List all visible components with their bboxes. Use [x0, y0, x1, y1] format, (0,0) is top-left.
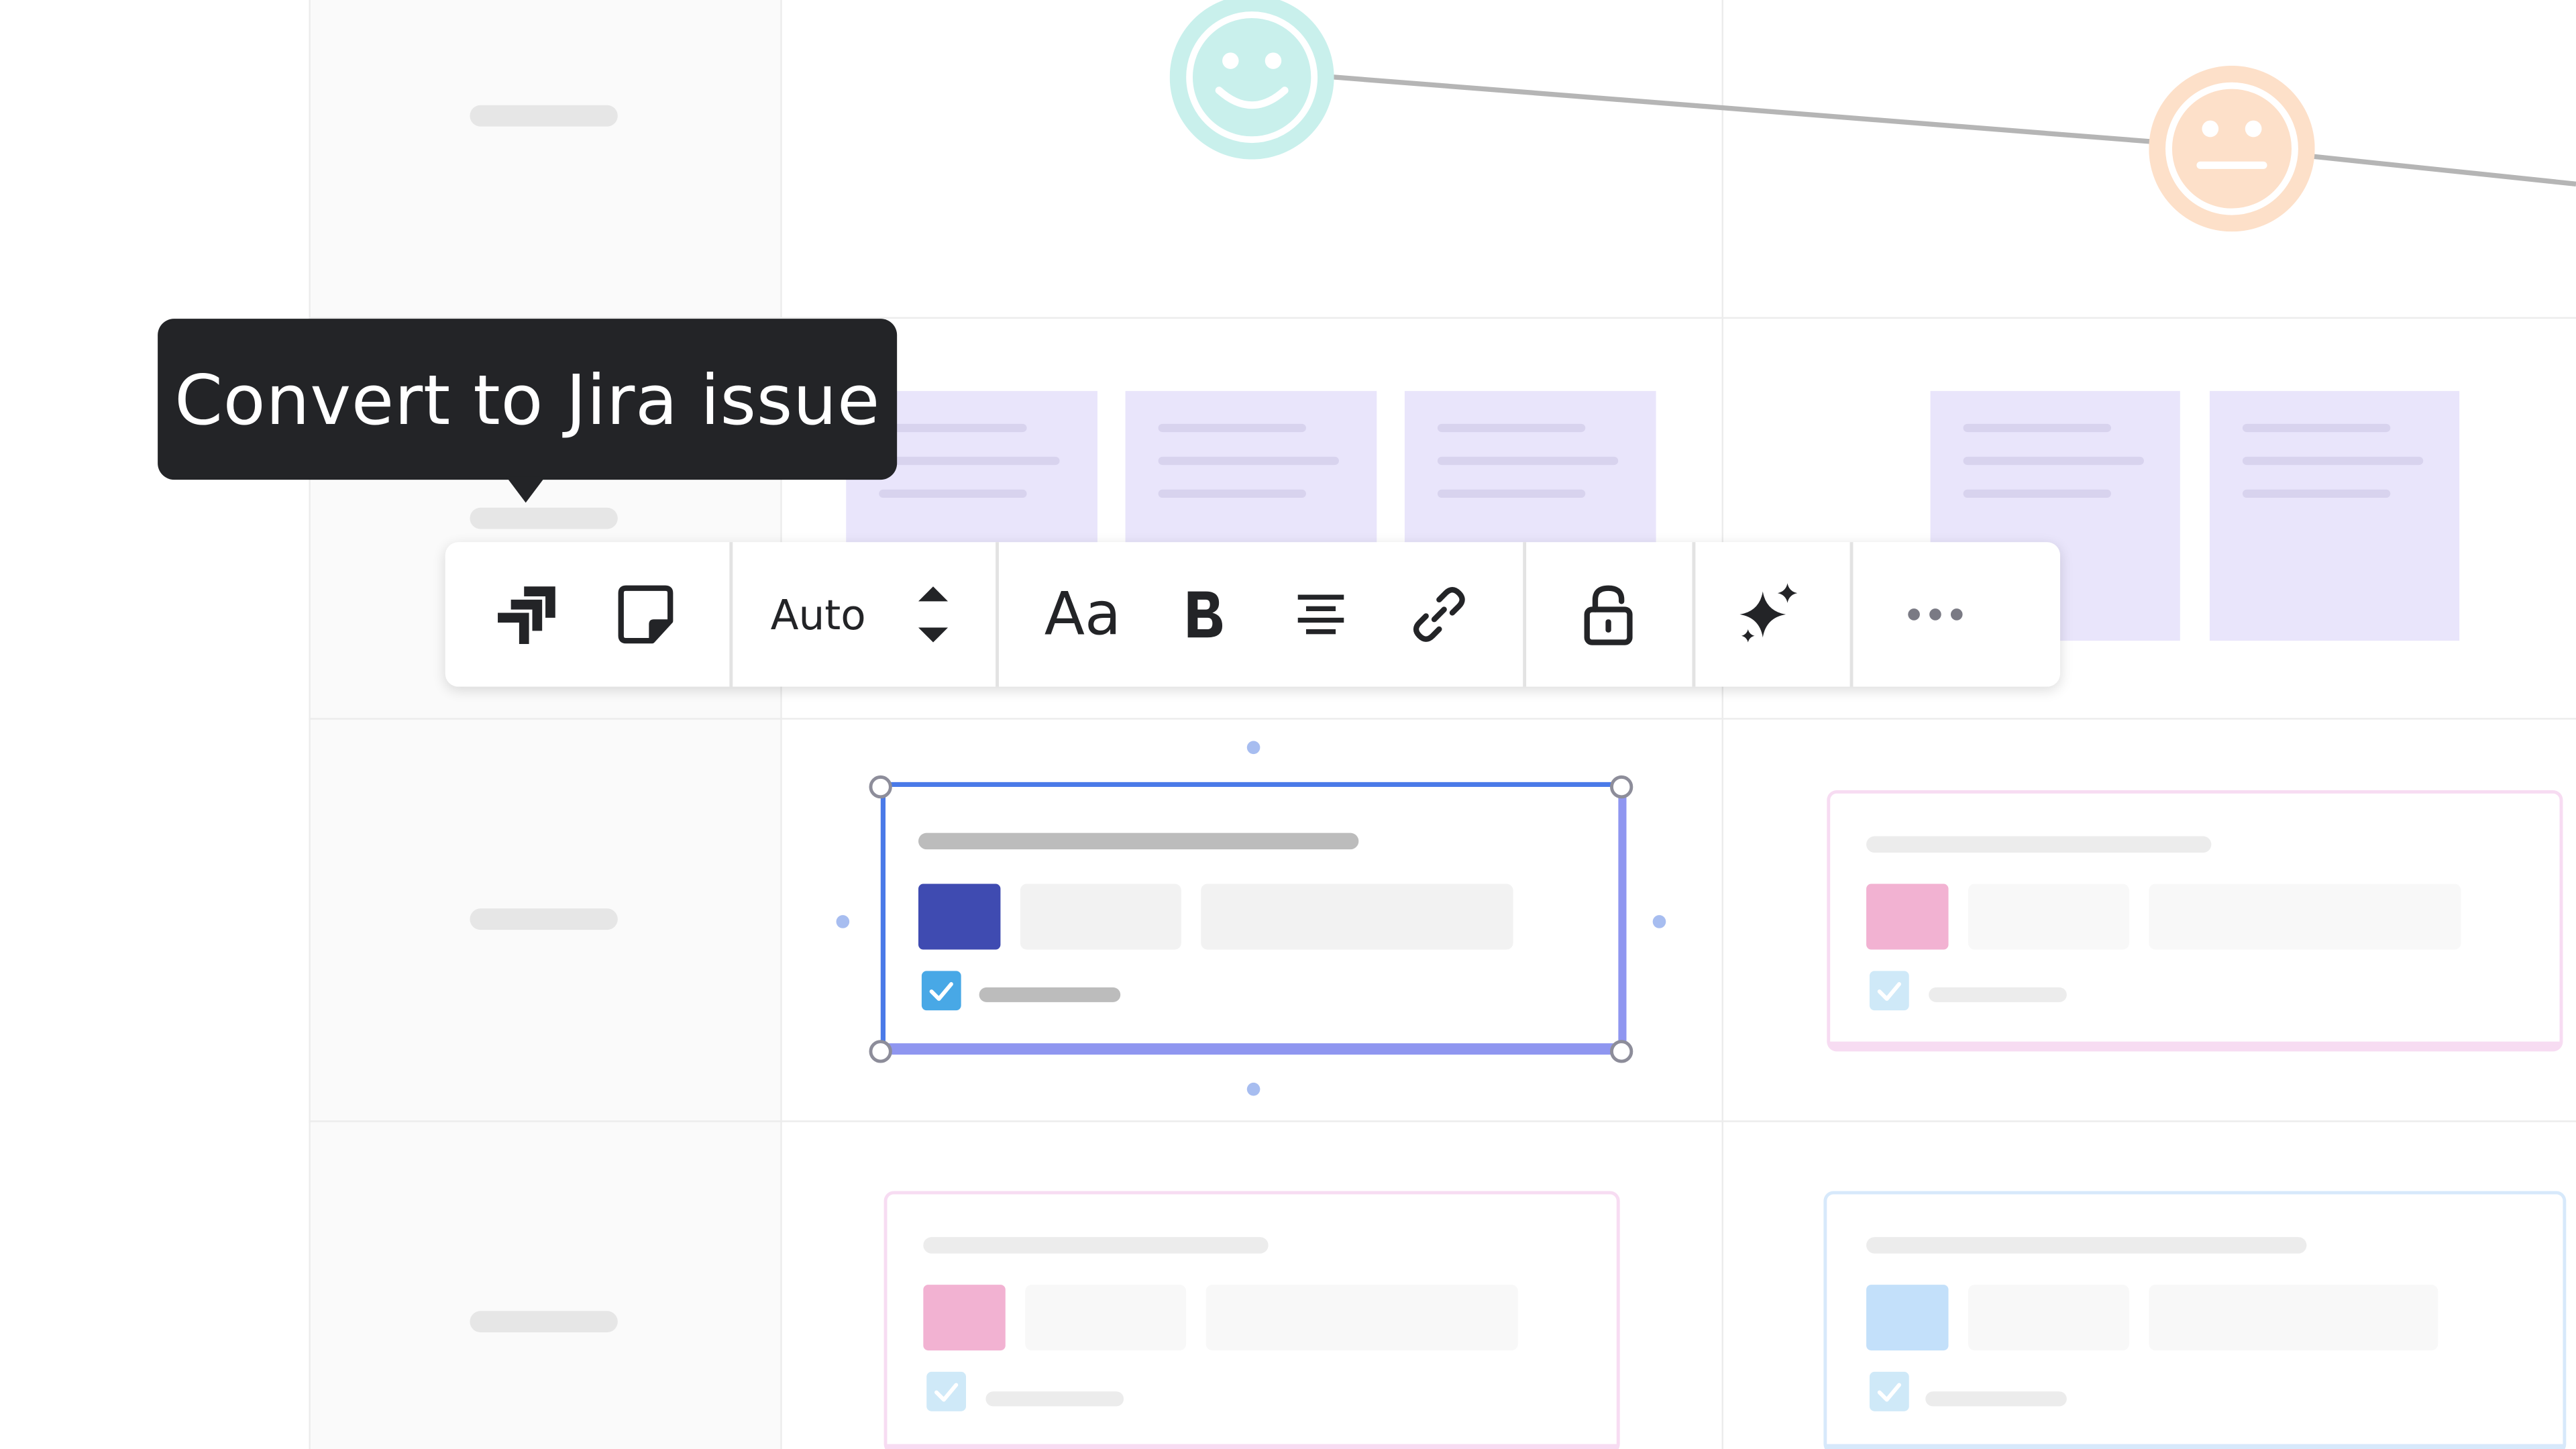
connector-point[interactable] — [836, 915, 850, 928]
tooltip-arrow — [506, 476, 546, 503]
ai-assist-button[interactable] — [1720, 565, 1819, 663]
toolbar-divider — [729, 542, 733, 687]
card-field-placeholder — [1020, 883, 1181, 950]
bold-icon — [1187, 591, 1223, 638]
stepper-arrows-icon — [918, 586, 949, 643]
row-label-placeholder — [470, 908, 618, 930]
row-header-column — [309, 0, 781, 1449]
align-center-button[interactable] — [1272, 565, 1371, 663]
resize-handle[interactable] — [869, 775, 892, 799]
row-divider — [309, 718, 2576, 720]
card-field-placeholder — [2149, 1285, 2438, 1351]
row-divider — [309, 317, 2576, 319]
card-title-placeholder — [1866, 1237, 2307, 1254]
card-title-placeholder — [1866, 836, 2212, 853]
card-meta-placeholder — [985, 1391, 1124, 1407]
card-color-swatch — [1866, 1285, 1949, 1351]
more-options-button[interactable] — [1886, 565, 1984, 663]
size-stepper[interactable] — [905, 578, 961, 651]
row-label-placeholder — [470, 507, 618, 529]
resize-handle[interactable] — [1610, 1040, 1633, 1063]
lock-button[interactable] — [1559, 565, 1658, 663]
card-checkbox[interactable] — [1869, 1371, 1909, 1411]
tooltip: Convert to Jira issue — [158, 319, 898, 480]
jira-icon — [498, 586, 555, 645]
issue-card[interactable] — [1823, 1191, 2567, 1449]
row-label-placeholder — [470, 1311, 618, 1333]
sticky-note-button[interactable] — [596, 565, 695, 663]
card-field-placeholder — [1201, 883, 1513, 950]
card-field-placeholder — [1968, 883, 2129, 950]
card-color-swatch — [923, 1285, 1006, 1351]
unlock-icon — [1584, 585, 1633, 645]
happy-face-icon[interactable] — [1169, 0, 1334, 160]
row-divider — [309, 1120, 2576, 1122]
issue-card[interactable] — [883, 1191, 1620, 1449]
card-field-placeholder — [2149, 883, 2461, 950]
connector-point[interactable] — [1652, 915, 1666, 928]
sticky-note-icon — [618, 585, 674, 644]
neutral-face-icon[interactable] — [2149, 65, 2315, 232]
bold-button[interactable] — [1155, 565, 1254, 663]
toolbar-divider — [1692, 542, 1696, 687]
card-title-placeholder — [918, 833, 1359, 850]
card-meta-placeholder — [1925, 1391, 2067, 1407]
card-title-placeholder — [923, 1237, 1269, 1254]
card-checkbox[interactable] — [926, 1371, 967, 1411]
card-meta-placeholder — [979, 987, 1121, 1002]
selected-issue-card[interactable] — [880, 782, 1627, 1055]
toolbar-divider — [1523, 542, 1527, 687]
column-divider — [780, 0, 782, 1449]
resize-handle[interactable] — [869, 1040, 892, 1063]
sticky-note[interactable] — [2209, 390, 2460, 641]
card-field-placeholder — [1205, 1285, 1518, 1351]
resize-handle[interactable] — [1610, 775, 1633, 799]
card-field-placeholder — [1025, 1285, 1187, 1351]
floating-toolbar: Auto Aa — [445, 542, 2061, 687]
text-style-button[interactable]: Aa — [1044, 580, 1122, 649]
card-color-swatch — [1866, 883, 1949, 950]
align-center-icon — [1297, 594, 1344, 635]
toolbar-divider — [996, 542, 999, 687]
tooltip-text: Convert to Jira issue — [174, 359, 881, 440]
card-meta-placeholder — [1929, 987, 2067, 1002]
connector-point[interactable] — [1246, 1082, 1260, 1096]
sparkle-ai-icon — [1739, 583, 1798, 643]
toolbar-divider — [1849, 542, 1854, 687]
card-checkbox[interactable] — [921, 971, 961, 1011]
more-options-icon — [1908, 608, 1963, 621]
row-label-placeholder — [470, 105, 618, 127]
connector-point[interactable] — [1246, 741, 1260, 755]
link-button[interactable] — [1390, 565, 1489, 663]
card-checkbox[interactable] — [1869, 971, 1909, 1011]
size-value[interactable]: Auto — [770, 590, 866, 639]
issue-card[interactable] — [1827, 790, 2563, 1052]
column-divider — [1721, 0, 1724, 1449]
link-icon — [1413, 587, 1465, 642]
column-divider — [309, 0, 311, 1449]
card-color-swatch — [918, 883, 1001, 950]
convert-to-jira-button[interactable] — [478, 565, 577, 663]
card-field-placeholder — [1968, 1285, 2129, 1351]
